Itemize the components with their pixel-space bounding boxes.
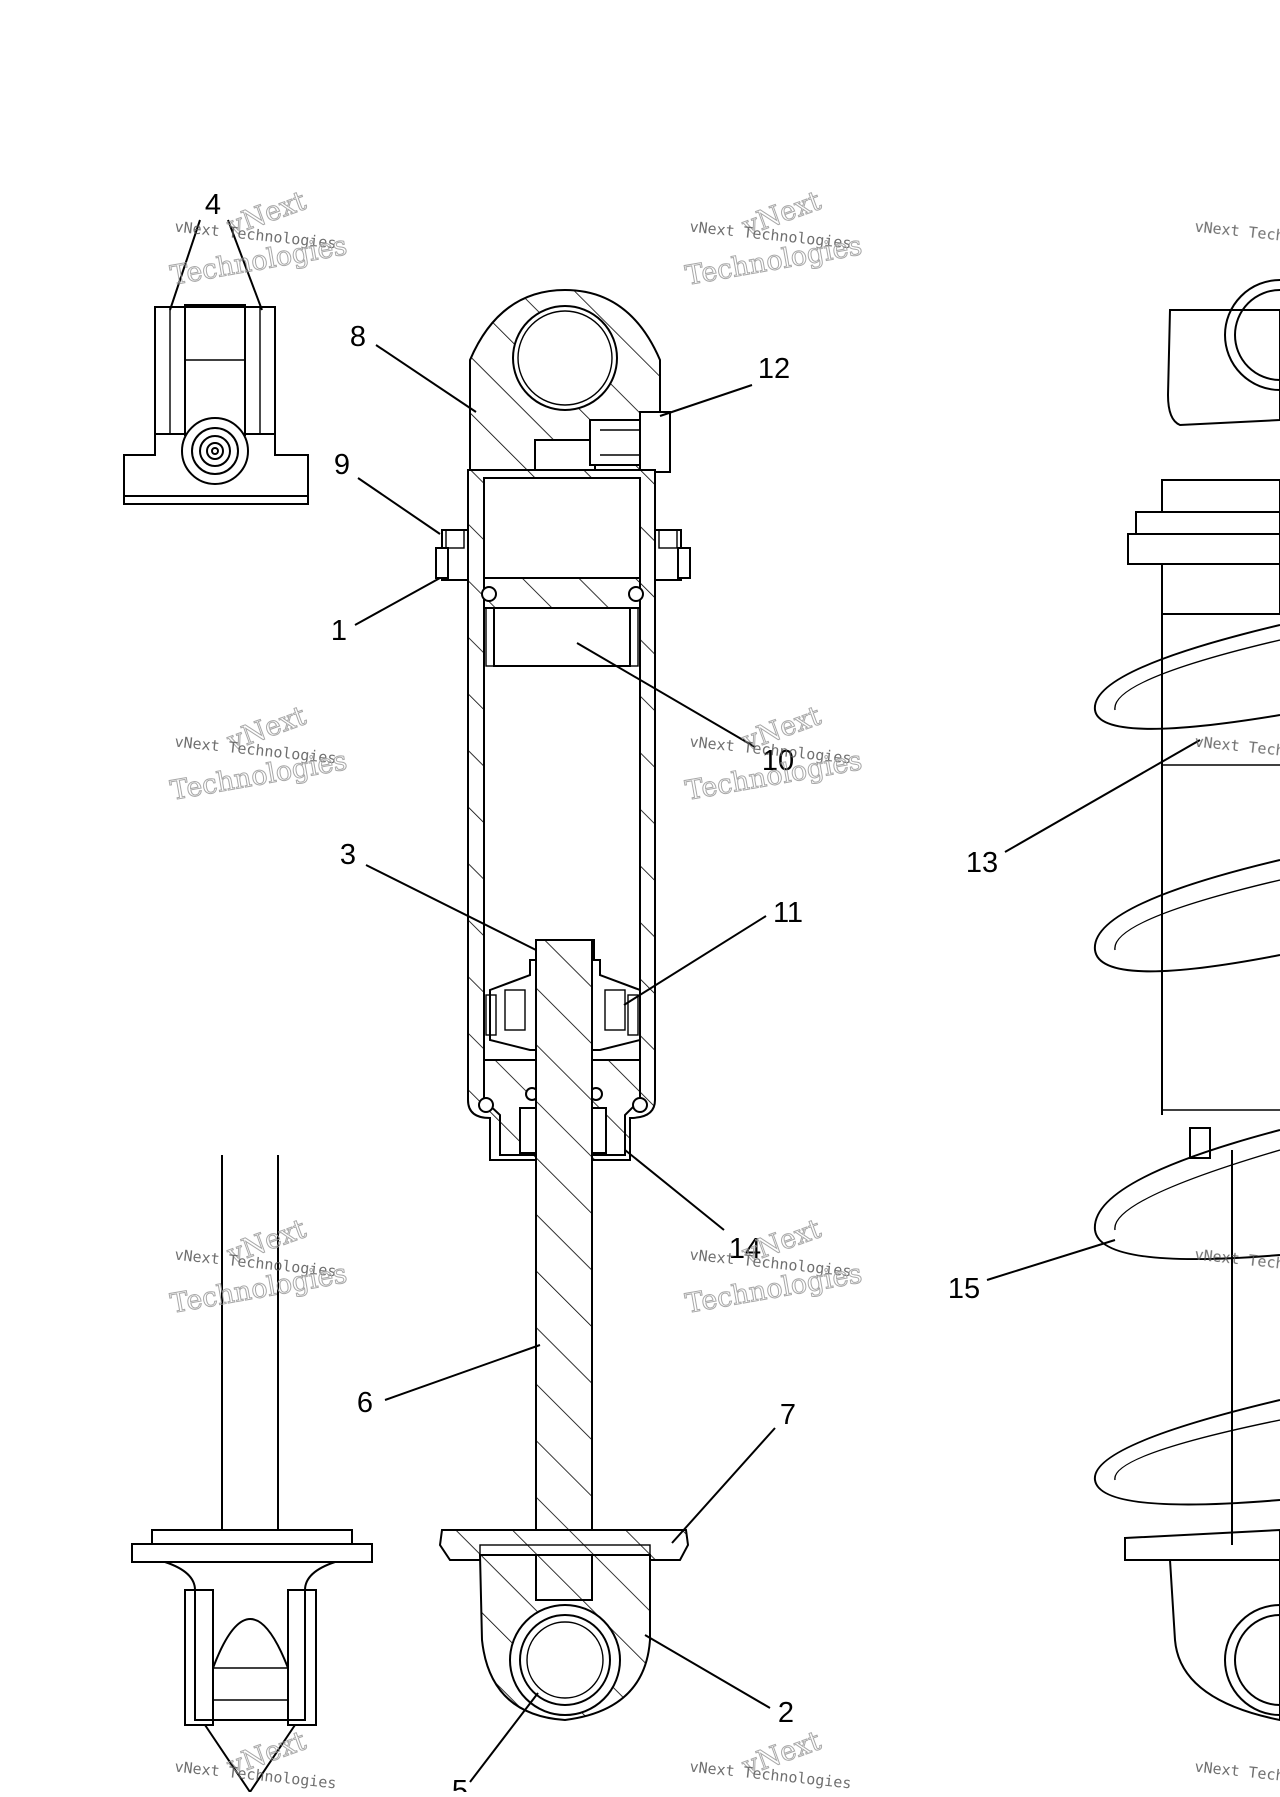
- callout-1: 1: [331, 615, 347, 647]
- watermark: vNext vNext Technologies Technologies: [683, 185, 865, 293]
- top-mount-detail-view: [123, 304, 309, 505]
- watermark: vNext vNext Technologies Technologies: [683, 1213, 865, 1321]
- callout-4: 4: [205, 189, 221, 221]
- watermark: vNext Technologies: [1194, 733, 1280, 768]
- watermark: vNext vNext Technologies Technologies: [683, 700, 865, 808]
- callout-15: 15: [948, 1273, 980, 1305]
- assembled-shock-view: [1093, 279, 1280, 1722]
- svg-text:vNext Technologies: vNext Technologies: [1194, 1758, 1280, 1792]
- watermarks: vNext vNext Technologies Technologies vN…: [168, 185, 1280, 1793]
- leader-lines: [169, 219, 1201, 1783]
- callout-11: 11: [773, 897, 803, 929]
- bottom-mount-detail-view: [131, 1155, 373, 1794]
- watermark: vNext vNext Technologies Technologies: [168, 1213, 350, 1321]
- svg-text:vNext Technologies: vNext Technologies: [1194, 218, 1280, 253]
- watermark: vNext vNext Technologies: [689, 1725, 853, 1793]
- callout-10: 10: [762, 745, 794, 777]
- svg-text:vNext Technologies: vNext Technologies: [1194, 1246, 1280, 1281]
- callout-6: 6: [357, 1387, 373, 1419]
- shock-cross-section: [435, 288, 691, 1722]
- callout-2: 2: [778, 1697, 794, 1729]
- callout-7: 7: [780, 1399, 796, 1431]
- watermark: vNext vNext Technologies Technologies: [168, 185, 350, 293]
- watermark: vNext vNext Technologies Technologies: [168, 700, 350, 808]
- callout-labels: 4 8 12 9 1 10 3 11 13 14 15 6 7 2 5: [205, 189, 998, 1797]
- watermark: vNext Technologies: [1194, 1758, 1280, 1793]
- callout-13: 13: [966, 847, 998, 879]
- callout-14: 14: [729, 1233, 761, 1265]
- callout-5: 5: [452, 1775, 468, 1792]
- svg-text:vNext Technologies: vNext Technologies: [1194, 733, 1280, 768]
- callout-12: 12: [758, 353, 790, 385]
- watermark: vNext Technologies: [1194, 1246, 1280, 1281]
- callout-3: 3: [340, 839, 356, 871]
- watermark: vNext Technologies: [1194, 218, 1280, 253]
- callout-9: 9: [334, 449, 350, 481]
- watermark: vNext vNext Technologies: [174, 1725, 338, 1793]
- callout-8: 8: [350, 321, 366, 353]
